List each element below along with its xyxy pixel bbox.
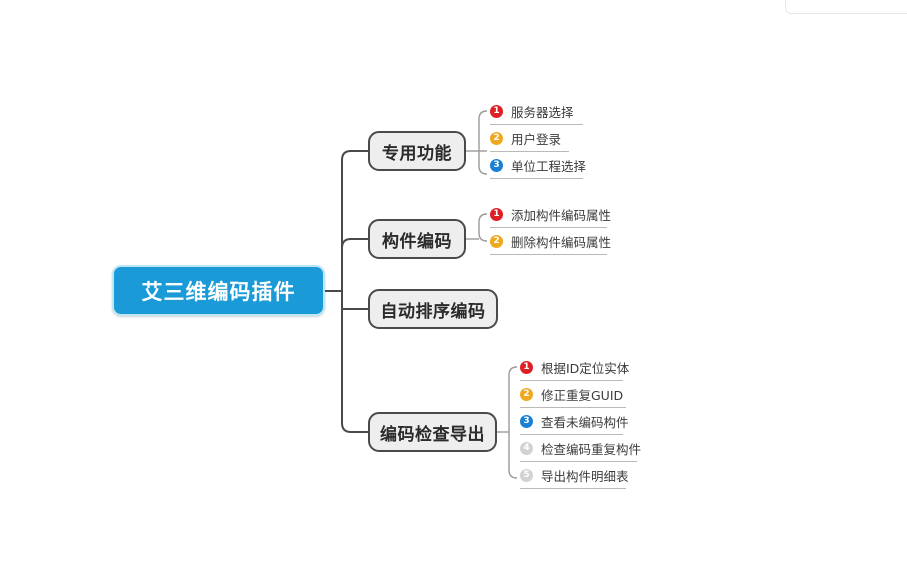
leaf-item-label: 导出构件明细表	[541, 468, 629, 484]
leaf-underline	[490, 151, 569, 152]
leaf-item-label: 根据ID定位实体	[541, 360, 630, 376]
leaf-item-label: 删除构件编码属性	[511, 234, 612, 250]
leaf-underline	[490, 254, 607, 255]
leaf-item-label: 服务器选择	[511, 104, 574, 120]
branch-node-2-label: 构件编码	[382, 231, 452, 252]
branch-node-3-label: 自动排序编码	[380, 301, 486, 322]
leaf-badge-number-icon: 1	[490, 207, 503, 221]
leaf-item-label: 单位工程选择	[511, 158, 587, 174]
mindmap-root-node[interactable]: 艾三维编码插件	[112, 265, 325, 316]
branch-node-4[interactable]: 编码检查导出	[368, 412, 497, 452]
leaf-item-4-3[interactable]: 3 查看未编码构件	[520, 408, 629, 434]
leaf-underline	[520, 488, 626, 489]
branch-node-3[interactable]: 自动排序编码	[368, 289, 498, 329]
branch-node-2[interactable]: 构件编码	[368, 219, 466, 259]
leaf-underline	[520, 434, 623, 435]
leaf-underline	[520, 461, 637, 462]
leaf-badge-number-icon: 1	[490, 104, 503, 118]
leaf-item-label: 修正重复GUID	[541, 387, 624, 403]
window-chrome-fragment	[785, 0, 907, 14]
branch-node-1[interactable]: 专用功能	[368, 131, 466, 171]
leaf-item-2-1[interactable]: 1 添加构件编码属性	[490, 201, 611, 227]
leaf-badge-number-icon: 5	[520, 468, 533, 482]
leaf-underline	[490, 178, 583, 179]
leaf-item-label: 用户登录	[511, 131, 562, 147]
leaf-underline	[520, 407, 626, 408]
branch-node-1-label: 专用功能	[382, 143, 452, 164]
leaf-item-label: 查看未编码构件	[541, 414, 629, 430]
leaf-item-2-2[interactable]: 2 删除构件编码属性	[490, 228, 611, 254]
leaf-underline	[520, 380, 623, 381]
leaf-badge-number-icon: 3	[520, 414, 533, 428]
leaf-item-4-5[interactable]: 5 导出构件明细表	[520, 462, 629, 488]
leaf-badge-number-icon: 4	[520, 441, 533, 455]
leaf-badge-number-icon: 3	[490, 158, 503, 172]
leaf-item-4-1[interactable]: 1 根据ID定位实体	[520, 354, 629, 380]
leaf-item-label: 检查编码重复构件	[541, 441, 642, 457]
leaf-underline	[490, 124, 583, 125]
leaf-item-4-4[interactable]: 4 检查编码重复构件	[520, 435, 641, 461]
leaf-badge-number-icon: 2	[490, 131, 503, 145]
leaf-item-1-3[interactable]: 3 单位工程选择	[490, 152, 586, 178]
leaf-item-label: 添加构件编码属性	[511, 207, 612, 223]
leaf-badge-number-icon: 1	[520, 360, 533, 374]
root-node-label: 艾三维编码插件	[141, 279, 296, 304]
leaf-badge-number-icon: 2	[520, 387, 533, 401]
branch-node-4-label: 编码检查导出	[380, 424, 485, 445]
leaf-badge-number-icon: 2	[490, 234, 503, 248]
leaf-item-1-1[interactable]: 1 服务器选择	[490, 98, 574, 124]
leaf-item-4-2[interactable]: 2 修正重复GUID	[520, 381, 623, 407]
leaf-item-1-2[interactable]: 2 用户登录	[490, 125, 561, 151]
leaf-underline	[490, 227, 607, 228]
